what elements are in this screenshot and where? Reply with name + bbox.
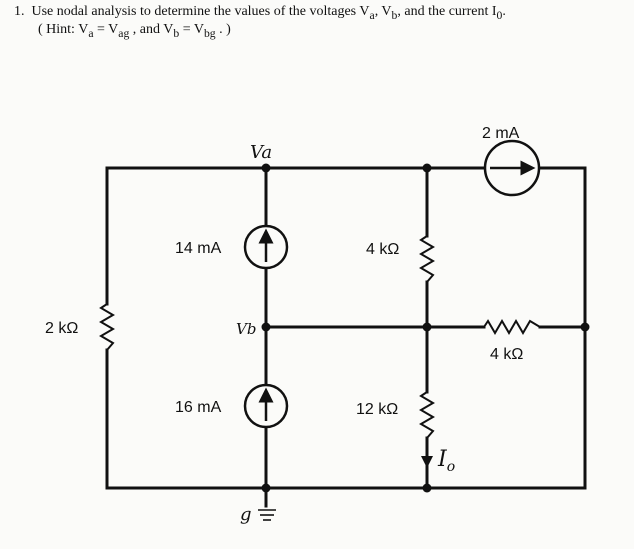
problem-statement: 1. Use nodal analysis to determine the v… [0, 0, 634, 60]
current-source-2ma [483, 139, 541, 197]
junction-middle [422, 322, 432, 332]
ground-symbol [258, 509, 276, 521]
junction-top-right [422, 163, 432, 173]
resistor-4k-horizontal [483, 319, 541, 335]
problem-number: 1. [14, 4, 25, 19]
label-4k-horizontal: 4 kΩ [490, 346, 523, 363]
problem-hint: ( Hint: Va = Vag , and Vb = Vbg . ) [38, 22, 231, 40]
current-source-14ma [243, 224, 289, 270]
label-current-io: Io [437, 447, 455, 475]
junction-bottom-center [261, 483, 271, 493]
current-source-16ma [243, 383, 289, 429]
resistor-2k [99, 303, 115, 351]
resistor-4k-vertical [419, 235, 435, 283]
label-12k: 12 kΩ [356, 401, 398, 418]
junction-vb [261, 322, 271, 332]
label-16ma: 16 mA [175, 399, 222, 416]
label-14ma: 14 mA [175, 240, 222, 257]
label-2k: 2 kΩ [45, 320, 78, 337]
junction-va [261, 163, 271, 173]
label-node-g: g [240, 504, 252, 525]
problem-line-1: 1. Use nodal analysis to determine the v… [14, 4, 506, 22]
label-node-va: Va [250, 142, 272, 163]
resistor-12k [419, 391, 435, 439]
label-2ma: 2 mA [482, 125, 520, 142]
junction-right [580, 322, 590, 332]
label-4k-vertical: 4 kΩ [366, 241, 399, 258]
label-node-vb: Vb [236, 320, 256, 338]
junction-bottom-inner [422, 483, 432, 493]
